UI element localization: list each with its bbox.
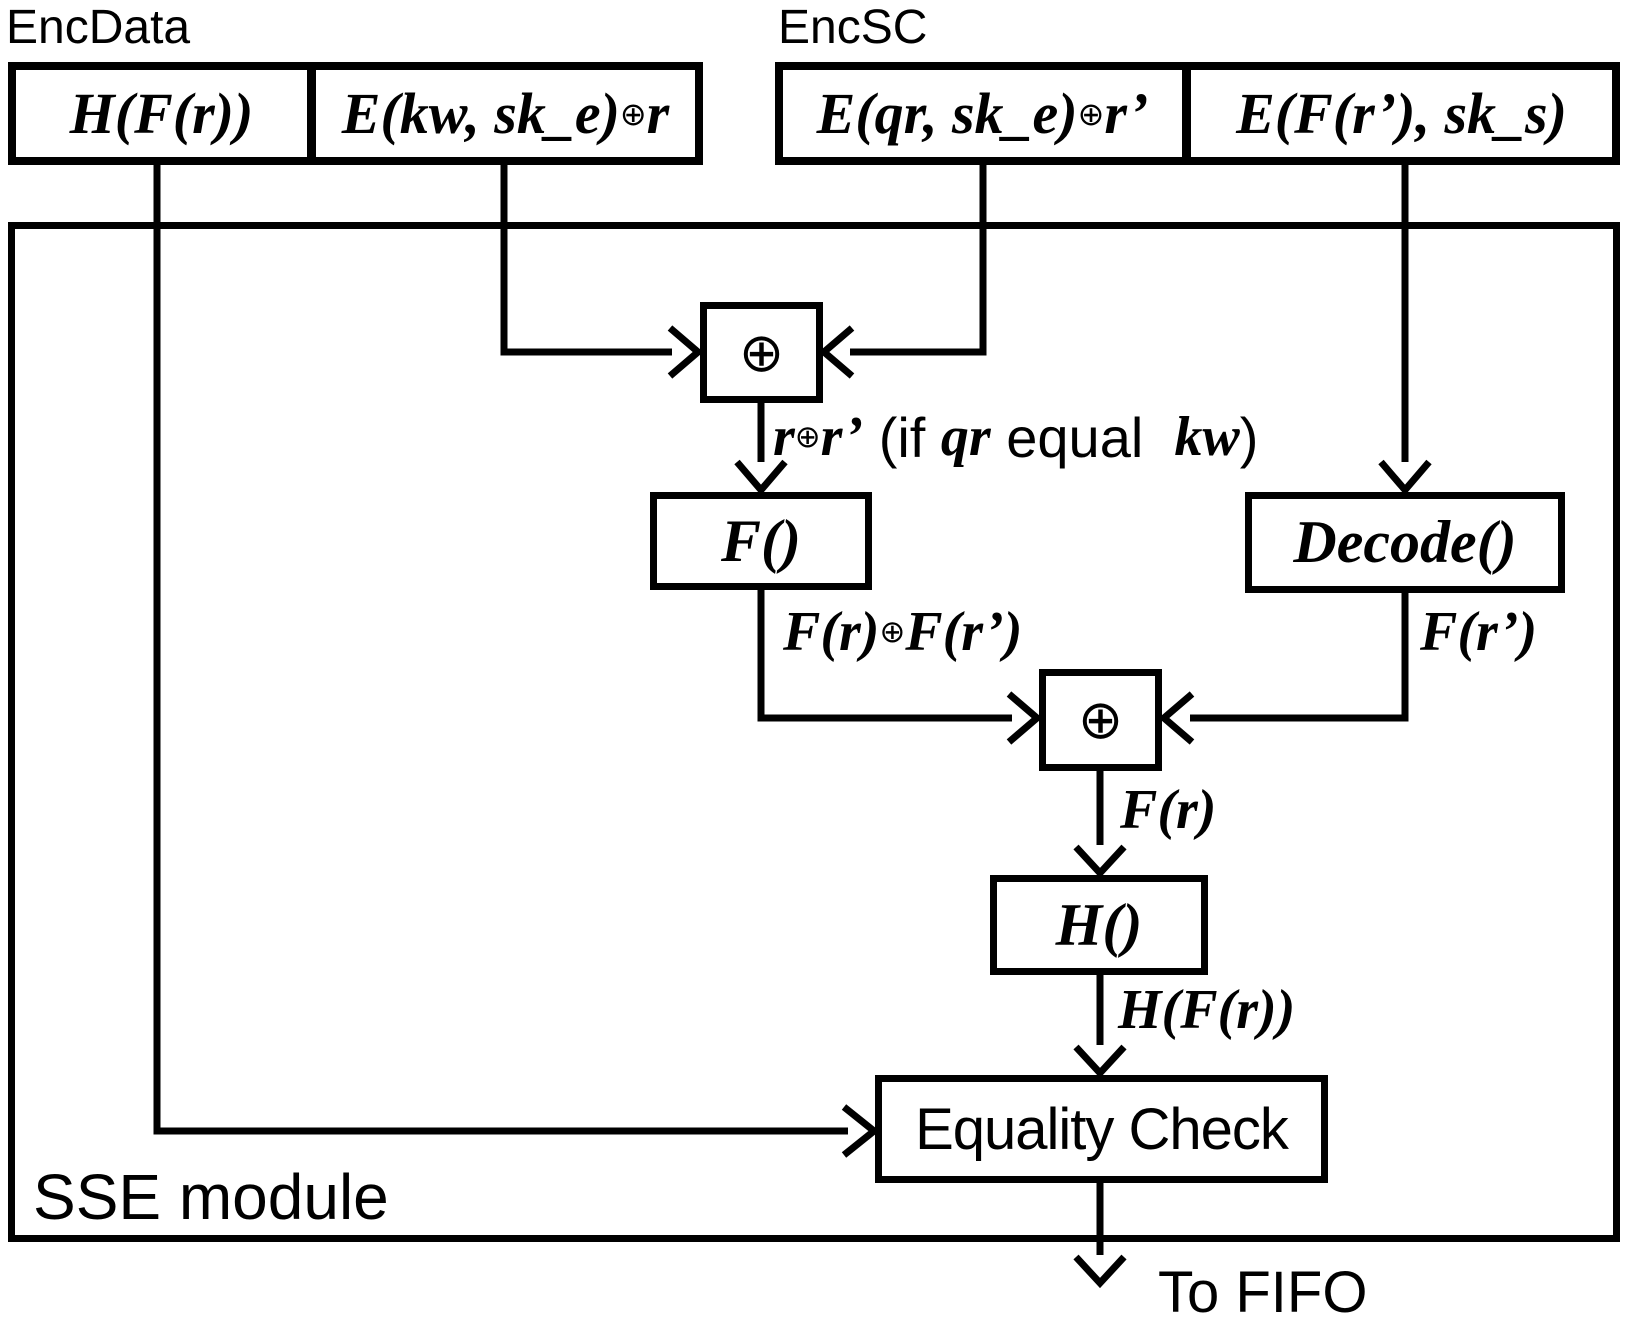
encsc-cell-eqr-pre: E(qr, sk_e)	[816, 81, 1078, 146]
arrowhead-to-fifo	[1073, 1254, 1127, 1289]
encdata-cell-ekw-pre: E(kw, sk_e)	[341, 81, 620, 146]
wire-hfr-to-equality	[153, 165, 848, 1135]
encdata-cell-ekw-post: r	[646, 81, 670, 146]
condition-kw: kw	[1174, 406, 1240, 469]
xor-operator-glyph: ⊕	[619, 94, 647, 133]
f-function-box: F()	[650, 492, 872, 590]
arrowhead-into-xor1-left	[667, 325, 704, 379]
equality-check-box: Equality Check	[875, 1075, 1328, 1183]
arrowhead-into-equality-left	[841, 1104, 880, 1158]
xor-icon: ⊕	[1077, 688, 1124, 751]
encsc-title: EncSC	[778, 0, 928, 54]
arrowhead-into-xor1-right	[818, 325, 855, 379]
xor2-output-label: F(r)	[1120, 779, 1217, 842]
encsc-cell-eqr-post: r’	[1104, 81, 1149, 146]
xor1-output-r: r	[773, 406, 795, 469]
sse-module-label: SSE module	[33, 1160, 389, 1233]
arrowhead-into-xor2-left	[1006, 691, 1043, 745]
xor-operator-glyph: ⊕	[879, 614, 906, 651]
encdata-cell-hfr: H(F(r))	[69, 81, 254, 146]
wire-f-to-xor2	[757, 590, 1012, 722]
h-output-label: H(F(r))	[1118, 979, 1296, 1042]
sse-module-frame	[8, 222, 1620, 1242]
xor1-output-label: r⊕r’ (if qr equal kw)	[773, 406, 1259, 470]
condition-equal: equal	[990, 406, 1175, 470]
arrowhead-into-decode	[1378, 459, 1432, 496]
encdata-register: H(F(r)) E(kw, sk_e)⊕r	[8, 62, 703, 165]
condition-open: (if	[863, 406, 941, 470]
wire-decode-to-xor2	[1190, 593, 1409, 722]
f-output-label: F(r)⊕F(r’)	[783, 601, 1023, 664]
arrowhead-into-equality-top	[1073, 1044, 1127, 1079]
wire-ekw-to-xor1	[500, 165, 672, 356]
f-output-fr: F(r)	[783, 601, 880, 664]
decode-function-box: Decode()	[1245, 492, 1565, 593]
xor-operator-glyph: ⊕	[1077, 94, 1105, 133]
f-output-frprime: F(r’)	[905, 601, 1023, 664]
arrowhead-into-h	[1073, 844, 1127, 879]
encsc-register: E(qr, sk_e)⊕r’ E(F(r’), sk_s)	[775, 62, 1620, 165]
condition-close: )	[1239, 406, 1259, 470]
xor-operator-glyph: ⊕	[794, 419, 821, 456]
xor2-node: ⊕	[1039, 669, 1162, 771]
h-function-box: H()	[990, 875, 1208, 975]
encdata-cell-ekw: E(kw, sk_e)⊕r	[307, 70, 695, 157]
xor-icon: ⊕	[738, 320, 785, 384]
wire-eqr-to-xor1	[850, 165, 987, 356]
xor1-output-rprime: r’	[820, 406, 864, 469]
decode-output-label: F(r’)	[1420, 601, 1538, 664]
to-fifo-label: To FIFO	[1158, 1260, 1368, 1325]
arrowhead-into-xor2-right	[1158, 691, 1195, 745]
encsc-cell-efr: E(F(r’), sk_s)	[1182, 70, 1612, 157]
condition-qr: qr	[940, 406, 991, 469]
encsc-cell-eqr: E(qr, sk_e)⊕r’	[783, 70, 1182, 157]
xor1-node: ⊕	[700, 302, 823, 403]
encdata-title: EncData	[6, 0, 191, 54]
arrowhead-into-f	[734, 459, 788, 496]
